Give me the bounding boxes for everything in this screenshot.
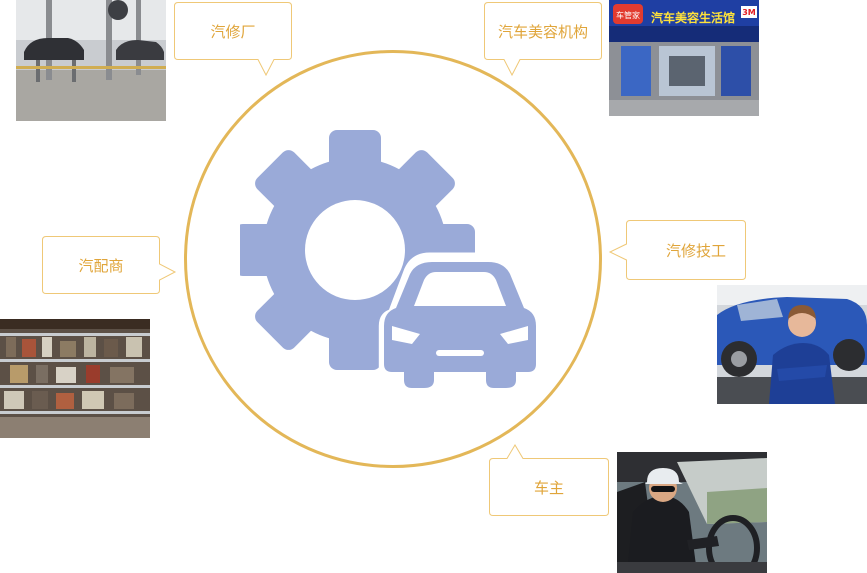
callout-shape [489,444,609,516]
repair-shop-photo [16,0,166,121]
bubble-mechanic: 汽修技工 [608,220,746,280]
brand-badge: 3M [742,8,756,17]
bubble-parts-dealer: 汽配商 [42,236,177,294]
gear-car-icon [240,130,540,388]
svg-text:车管家: 车管家 [616,10,640,20]
beauty-shop-photo: 车管家 汽车美容生活馆 3M [609,0,759,116]
callout-shape [174,2,292,77]
label-parts-dealer: 汽配商 [78,256,124,275]
mechanic-photo [717,285,867,404]
label-repair-shop: 汽修厂 [210,22,256,41]
central-ring [184,50,602,468]
parts-dealer-photo [0,319,150,438]
bubble-repair-shop: 汽修厂 [174,2,292,77]
label-beauty-shop: 汽车美容机构 [497,22,588,41]
bubble-beauty-shop: 汽车美容机构 [484,2,602,77]
store-logo [613,4,643,24]
bubble-car-owner: 车主 [489,444,609,516]
label-mechanic: 汽修技工 [665,241,726,260]
callout-shape [608,220,746,280]
callout-shape [42,236,177,294]
callout-shape [484,2,602,77]
store-sign: 汽车美容生活馆 [651,10,735,25]
label-car-owner: 车主 [533,478,564,497]
car-owner-photo [617,452,767,573]
